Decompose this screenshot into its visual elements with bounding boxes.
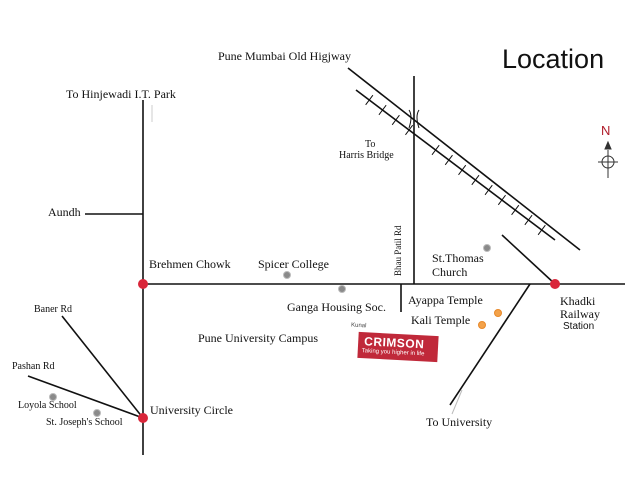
road-pashan: [27, 375, 144, 419]
railway-tick: [511, 204, 520, 216]
label-aundh: Aundh: [48, 205, 81, 219]
label-bhau-patil: Bhau Patil Rd: [393, 225, 403, 276]
label-highway: Pune Mumbai Old Higjway: [218, 49, 351, 63]
railway-tick: [431, 144, 440, 156]
label-st-joseph: St. Joseph's School: [46, 417, 123, 428]
label-pashan: Pashan Rd: [12, 361, 55, 372]
label-to-university: To University: [426, 415, 493, 429]
label-st-thomas-2: Church: [432, 265, 468, 279]
label-ganga: Ganga Housing Soc.: [287, 300, 386, 314]
railway-line: [355, 89, 556, 241]
landmark-markers: [49, 244, 491, 417]
railway-tick: [497, 194, 506, 206]
road-highway: [347, 67, 581, 251]
compass: [598, 140, 618, 178]
compass-north-label: N: [601, 123, 611, 138]
label-ayappa: Ayappa Temple: [408, 293, 483, 307]
railway-tick: [484, 184, 493, 196]
railway-tick: [391, 114, 400, 126]
label-campus: Pune University Campus: [198, 331, 318, 345]
railway-tick: [405, 124, 414, 136]
road-baner: [61, 315, 144, 419]
khadki-marker: [550, 279, 560, 289]
crimson-logo: Kunal CRIMSON Taking you higher in life: [351, 323, 439, 363]
logo-top: Kunal: [350, 322, 367, 330]
map-title: Location: [502, 44, 605, 74]
label-harris: Harris Bridge: [339, 150, 394, 161]
label-brehmen-chowk: Brehmen Chowk: [149, 257, 231, 271]
railway-tick: [378, 104, 387, 116]
railway-tick: [365, 94, 374, 106]
label-kali: Kali Temple: [411, 313, 471, 327]
temple-markers: [478, 309, 502, 329]
railway-tick: [458, 164, 467, 176]
railway-tick: [524, 214, 533, 226]
label-khadki-3: Station: [563, 321, 595, 332]
bridge: [408, 109, 420, 129]
university-circle-marker: [138, 413, 148, 423]
railway-tick: [471, 174, 480, 186]
label-khadki-2: Railway: [560, 307, 600, 321]
label-harris-to: To: [365, 139, 376, 150]
brehmen-chowk-marker: [138, 279, 148, 289]
road-to-university: [449, 283, 531, 406]
junction-markers: [138, 279, 560, 423]
railway-tick: [537, 224, 546, 236]
label-baner: Baner Rd: [34, 304, 73, 315]
label-spicer: Spicer College: [258, 257, 329, 271]
label-st-thomas-1: St.Thomas: [432, 251, 484, 265]
railway-tick: [444, 154, 453, 166]
label-loyola: Loyola School: [18, 400, 77, 411]
road-khadki: [501, 234, 556, 285]
label-hinjewadi: To Hinjewadi I.T. Park: [66, 87, 176, 101]
label-university-circle: University Circle: [150, 403, 233, 417]
label-khadki-1: Khadki: [560, 294, 596, 308]
